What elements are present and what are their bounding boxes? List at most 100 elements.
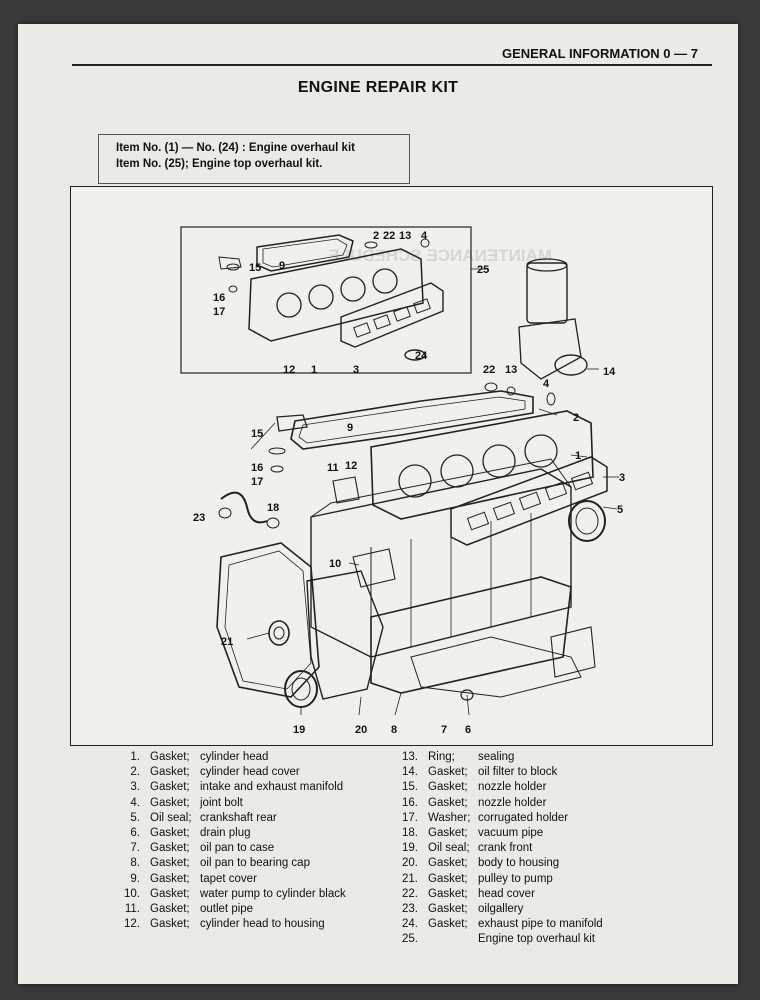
parts-list-item: 18. Gasket; vacuum pipe — [392, 826, 603, 841]
part-type: Gasket; — [150, 781, 190, 794]
parts-list-item: 24.Gasket;exhaust pipe to manifold — [392, 917, 603, 932]
part-desc: Engine top overhaul kit — [478, 933, 595, 946]
crank-front-seal — [284, 670, 318, 708]
part-num: 10. — [124, 887, 140, 900]
part-num: 14. — [402, 766, 418, 779]
vacuum-pipe — [220, 491, 268, 524]
part-num: 3. — [130, 781, 140, 794]
part-desc: crankshaft rear — [200, 811, 277, 824]
part-type: Oil seal; — [150, 811, 192, 824]
callout-15: 15 — [249, 262, 261, 274]
part-type: Gasket; — [150, 796, 190, 809]
engine-block — [310, 468, 572, 658]
parts-list-item: 3.Gasket;intake and exhaust manifold — [114, 780, 346, 795]
callout-7: 7 — [441, 724, 447, 736]
part-num: 8. — [130, 857, 140, 870]
kit-note-top-overhaul: Item No. (25); Engine top overhaul kit. — [116, 158, 323, 170]
part-num: 6. — [130, 827, 140, 840]
nozzle-holder — [276, 414, 308, 432]
parts-list-item: 11.Gasket;outlet pipe — [114, 902, 346, 917]
cylinder-head-gasket — [370, 410, 594, 520]
parts-list-item: 19.Oil seal;crank front — [392, 841, 603, 856]
part-num: 1. — [130, 751, 140, 763]
callout-16b: 16 — [251, 462, 263, 474]
parts-list-item: 9.Gasket;tapet cover — [114, 872, 346, 887]
part-type: Gasket; — [428, 872, 468, 885]
part-desc: exhaust pipe to manifold — [478, 918, 603, 931]
top-overhaul-inset — [180, 226, 472, 374]
crankshaft-rear-seal — [568, 500, 606, 542]
part-desc: oil pan to bearing cap — [200, 857, 310, 870]
engine-exploded-diagram: MAINTENANCE SCHEDULE — [70, 186, 713, 746]
callout-9b: 9 — [347, 422, 353, 434]
part-type: Gasket; — [428, 918, 468, 931]
bleed-through-title: MAINTENANCE SCHEDULE — [328, 246, 552, 265]
parts-list-item: 5.Oil seal;crankshaft rear — [114, 811, 346, 826]
part-desc: crank front — [478, 842, 533, 855]
part-num: 25. — [402, 933, 418, 946]
parts-list-item: 16. Gasket; nozzle holder — [392, 796, 603, 811]
part-desc: oilgallery — [478, 903, 524, 916]
parts-list-item: 12.Gasket;cylinder head to housing — [114, 917, 346, 932]
callout-14: 14 — [603, 366, 616, 378]
part-type: Gasket; — [150, 827, 190, 840]
part-type: Gasket; — [428, 796, 468, 809]
parts-list-item: 23. Gasket; oilgallery — [392, 902, 603, 917]
part-type: Gasket; — [428, 827, 468, 840]
parts-list-item: 15.Gasket;nozzle holder — [392, 780, 603, 795]
part-type: Gasket; — [428, 903, 468, 916]
callout-13: 13 — [399, 230, 411, 242]
part-num: 2. — [130, 766, 140, 779]
callout-19: 19 — [293, 724, 305, 736]
part-desc: head cover — [478, 887, 535, 900]
callout-24: 24 — [415, 350, 428, 362]
part-desc: nozzle holder — [478, 781, 547, 794]
callout-12: 12 — [283, 364, 295, 376]
parts-list-item: 4.Gasket;joint bolt — [114, 796, 346, 811]
inset-cylinder-head-gasket — [248, 248, 424, 342]
page-title: ENGINE REPAIR KIT — [297, 79, 459, 96]
part-desc: pulley to pump — [478, 872, 553, 885]
parts-list-item: 13.Ring;sealing — [392, 750, 603, 765]
inset-manifold-gasket — [340, 282, 444, 348]
parts-list-item: 7.Gasket;oil pan to case — [114, 841, 346, 856]
parts-list-item: 22.Gasket;head cover — [392, 887, 603, 902]
callout-4: 4 — [421, 230, 428, 242]
callout-15b: 15 — [251, 428, 263, 440]
callout-12b: 12 — [345, 460, 357, 472]
callout-8: 8 — [391, 724, 397, 736]
parts-list-item: 21.Gasket;pulley to pump — [392, 872, 603, 887]
part-num: 23. — [402, 903, 418, 916]
part-num: 18. — [402, 827, 418, 840]
part-num: 13. — [402, 751, 418, 763]
part-type: Gasket; — [428, 766, 468, 779]
part-type: Gasket; — [150, 903, 190, 916]
part-desc: cylinder head — [200, 751, 269, 763]
parts-list-left: 1. Gasket; cylinder head 2. Gasket; cylinder … — [114, 750, 346, 932]
part-desc: water pump to cylinder black — [200, 887, 346, 900]
part-desc: joint bolt — [200, 796, 243, 809]
callout-6: 6 — [465, 724, 471, 736]
callout-22: 22 — [383, 230, 395, 242]
part-desc: body to housing — [478, 857, 560, 870]
callout-1: 1 — [311, 364, 317, 376]
head-cover-gasket — [290, 390, 534, 450]
callout-25: 25 — [477, 264, 489, 276]
part-desc: nozzle holder — [478, 796, 547, 809]
callout-9: 9 — [279, 260, 285, 272]
callout-5: 5 — [617, 504, 623, 516]
part-num: 16. — [402, 796, 418, 809]
part-desc: drain plug — [200, 827, 251, 840]
part-type: Gasket; — [150, 766, 190, 779]
part-desc: vacuum pipe — [478, 827, 544, 840]
callout-20: 20 — [355, 724, 367, 736]
callout-22b: 22 — [483, 364, 495, 376]
part-type: Gasket; — [150, 887, 190, 900]
callout-3b: 3 — [619, 472, 625, 484]
part-type: Gasket; — [150, 857, 190, 870]
part-num: 20. — [402, 857, 418, 870]
part-desc: cylinder head cover — [200, 766, 300, 779]
part-num: 17. — [402, 811, 418, 824]
callout-3: 3 — [353, 364, 359, 376]
parts-list-item: 25. Engine top overhaul kit — [392, 932, 603, 947]
